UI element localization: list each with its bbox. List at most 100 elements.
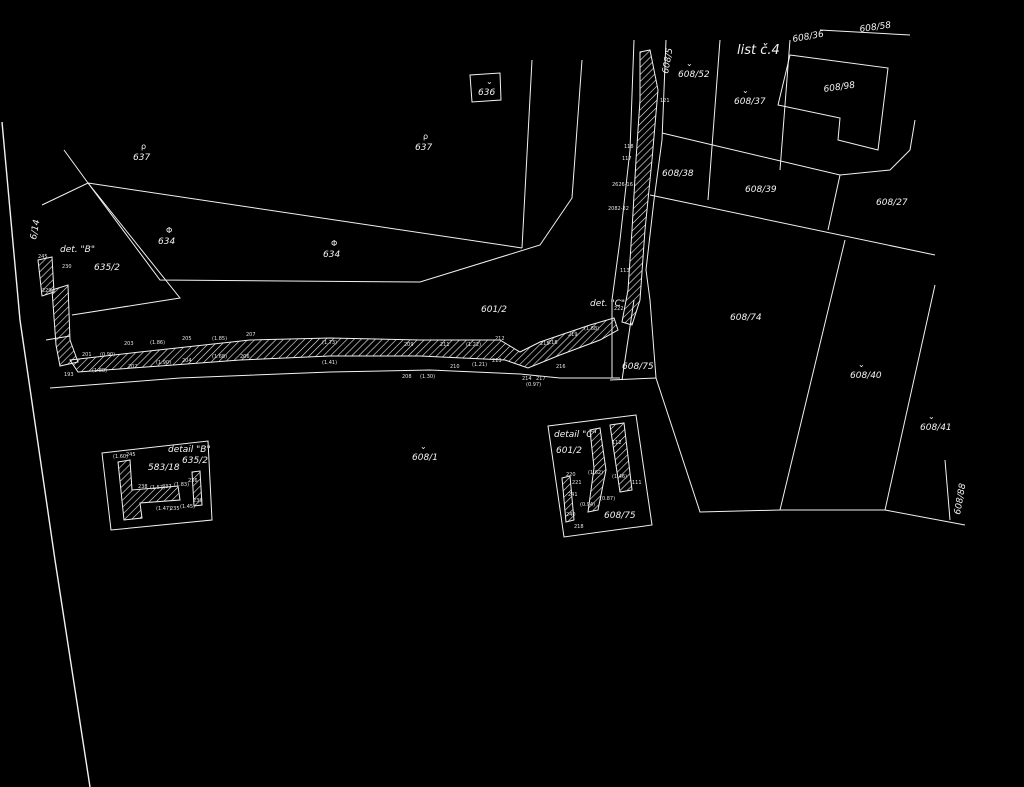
survey-point-pt201: 201 — [82, 352, 92, 358]
distance-labels: (0.90) (1.88) (1.86) (1.90) (1.85) (1.68) (1.7… — [92, 326, 599, 388]
distance-label-d8: (1.41) — [322, 360, 337, 366]
detail-c-point: (1.62) — [588, 470, 603, 476]
survey-point-pt2626: 2626-16 — [612, 182, 633, 188]
boundary-608-75 — [621, 299, 635, 381]
road-hatch-west — [51, 284, 79, 367]
survey-point-pt207: 207 — [246, 332, 256, 338]
survey-point-pt211: 211 — [440, 342, 450, 348]
detail-b-point: 235 — [170, 506, 180, 512]
distance-label-d1: (0.90) — [100, 352, 115, 358]
survey-point-pt204: 204 — [182, 358, 192, 364]
parcel-symbol-p634a: Φ — [166, 226, 172, 235]
road-hatch-west-top — [37, 256, 55, 297]
parcel-label-p634a: 634 — [158, 237, 175, 247]
parcel-symbol-p608_41: ⌄ — [928, 412, 935, 421]
detail-b-point: 238 — [138, 484, 148, 490]
parcel-label-p608_74: 608/74 — [730, 313, 762, 323]
detail-c-point: (0.94) — [580, 502, 595, 508]
boundary-637-west — [63, 149, 89, 184]
parcel-symbol-p637a: ρ — [141, 142, 146, 151]
detail-b-point: 237 — [162, 484, 172, 490]
parcel-label-p637b: 637 — [415, 143, 432, 153]
detail-c-point: (0.87) — [600, 496, 615, 502]
parcel-symbol-p636: ⌄ — [486, 77, 493, 86]
sheet-title: list č.4 — [737, 43, 780, 58]
parcel-label-p608_58: 608/58 — [859, 21, 892, 35]
boundary-608-40 — [779, 239, 846, 511]
detail-b-reference: det. "B" — [60, 245, 95, 255]
parcel-symbol-p634b: Φ — [331, 239, 337, 248]
parcel-label-p608_40: 608/40 — [850, 371, 882, 381]
road-edge-south — [49, 369, 620, 389]
detail-c-parcel-b: 608/75 — [604, 511, 636, 521]
parcel-label-p608_1: 608/1 — [412, 453, 438, 463]
detail-c-parcel-a: 601/2 — [556, 446, 582, 456]
detail-b-parcel-a: 583/18 — [148, 463, 180, 473]
distance-label-d9: (1.30) — [420, 374, 435, 380]
boundary-635-2 — [41, 182, 181, 316]
detail-b-parcel-b: 635/2 — [182, 456, 208, 466]
road-edge-north — [45, 335, 71, 341]
boundary-608-39 — [827, 174, 841, 231]
building-608-98 — [777, 54, 889, 151]
parcel-label-p608_41: 608/41 — [920, 423, 952, 433]
detail-b-point: (1.57) — [150, 485, 165, 491]
boundary-608-58 — [819, 29, 911, 36]
parcel-label-p608_5: 608/5 — [661, 47, 675, 75]
survey-point-pt205: 205 — [182, 336, 192, 342]
survey-point-pt2082: 2082-32 — [608, 206, 629, 212]
survey-point-pt217: 217 — [536, 376, 546, 382]
parcel-label-p608_39: 608/39 — [745, 185, 777, 195]
detail-b-point: (1.47) — [156, 506, 171, 512]
boundary-608-74 — [655, 377, 966, 526]
survey-point-pt245: 245 — [38, 254, 48, 260]
boundary-608-37 — [707, 39, 721, 201]
edge-label: 6/14 — [29, 219, 42, 241]
survey-point-pt216: 216 — [556, 364, 566, 370]
survey-point-pt214: 214 — [522, 376, 532, 382]
survey-point-pt215: 215 — [540, 341, 550, 347]
distance-label-d10: (1.22) — [466, 342, 481, 348]
distance-label-d6: (1.68) — [212, 354, 227, 360]
survey-point-pt117: 117 — [622, 156, 632, 162]
boundary-637-east — [521, 59, 533, 249]
distance-label-d7: (1.73) — [322, 340, 337, 346]
detail-c-inset: detail "C" 601/2 608/75 220 221 (1.62) (… — [547, 414, 653, 538]
road-hatch-east — [621, 49, 659, 326]
parcel-symbol-p608_37: ⌄ — [742, 86, 749, 95]
boundary-608-88 — [944, 459, 951, 521]
boundary-608-52 — [661, 119, 916, 176]
detail-b-point: (1.45) — [180, 504, 195, 510]
boundary-608-74-west — [609, 377, 657, 381]
parcel-label-p608_98: 608/98 — [823, 81, 856, 95]
survey-point-pt203: 203 — [124, 341, 134, 347]
detail-c-point: 241 — [568, 492, 578, 498]
distance-label-d2: (1.88) — [92, 368, 107, 374]
survey-point-pt206: 206 — [240, 354, 250, 360]
road-hatch-main — [69, 317, 619, 373]
detail-c-reference: det. "C" — [590, 299, 625, 309]
survey-point-pt213: 213 — [492, 358, 502, 364]
point-labels: 1932012022032042052062072082092102112122… — [38, 98, 670, 382]
detail-c-title: detail "C" — [554, 430, 597, 440]
survey-point-pt210: 210 — [450, 364, 460, 370]
distance-label-d12: (0.97) — [526, 382, 541, 388]
parcel-label-p608_75: 608/75 — [622, 362, 654, 372]
survey-point-pt193: 193 — [64, 372, 74, 378]
survey-point-pt209: 209 — [404, 342, 414, 348]
detail-c-point: (1.46) — [612, 474, 627, 480]
parcel-label-p636: 636 — [478, 88, 495, 98]
survey-point-pt202: 202 — [128, 364, 138, 370]
detail-b-point: 245 — [126, 452, 136, 458]
distance-label-d11: (1.21) — [472, 362, 487, 368]
road-edge-east-outer — [645, 39, 667, 379]
parcel-symbol-p637b: ρ — [423, 132, 428, 141]
boundary-608-38 — [649, 194, 936, 256]
distance-label-d4: (1.90) — [156, 360, 171, 366]
survey-point-pt113: 113 — [620, 268, 630, 274]
distance-label-d3: (1.86) — [150, 340, 165, 346]
distance-label-d5: (1.85) — [212, 336, 227, 342]
parcel-label-p635_2: 635/2 — [94, 263, 120, 273]
